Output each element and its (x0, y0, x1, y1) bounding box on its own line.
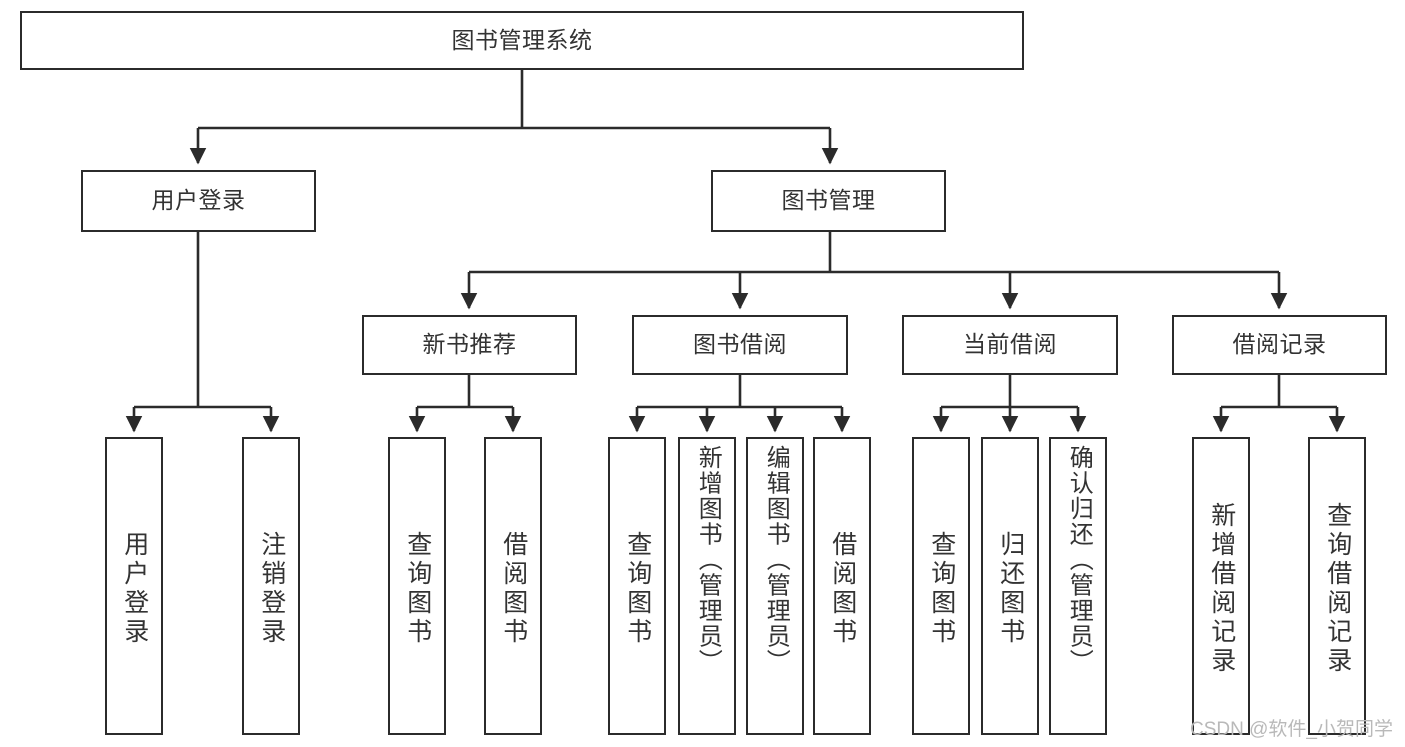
csdn-watermark: CSDN @软件_小贺同学 (1190, 719, 1393, 740)
node-root-label: 图书管理系统 (451, 26, 593, 53)
node-leaf-query-book-2[interactable]: 查询图书 (608, 437, 666, 735)
node-book-borrow-label: 图书借阅 (693, 331, 787, 358)
node-new-book-recommend[interactable]: 新书推荐 (362, 315, 577, 375)
node-leaf-edit-book-label: 编辑图书（管理员） (762, 445, 790, 675)
node-current-borrow[interactable]: 当前借阅 (902, 315, 1118, 375)
node-leaf-confirm-return-label: 确认归还（管理员） (1065, 445, 1093, 675)
node-leaf-query-book-3-label: 查询图书 (927, 531, 956, 647)
node-leaf-user-login[interactable]: 用户登录 (105, 437, 163, 735)
node-user-login-label: 用户登录 (151, 187, 246, 214)
node-leaf-add-record[interactable]: 新增借阅记录 (1192, 437, 1250, 735)
node-leaf-query-book-1[interactable]: 查询图书 (388, 437, 446, 735)
node-leaf-borrow-book-2-label: 借阅图书 (828, 531, 857, 647)
node-leaf-query-record[interactable]: 查询借阅记录 (1308, 437, 1366, 735)
node-leaf-user-logout-label: 注销登录 (257, 531, 286, 647)
node-leaf-query-book-3[interactable]: 查询图书 (912, 437, 970, 735)
node-leaf-user-logout[interactable]: 注销登录 (242, 437, 300, 735)
node-leaf-return-book-label: 归还图书 (996, 531, 1025, 647)
node-leaf-add-book-label: 新增图书（管理员） (694, 445, 722, 675)
node-borrow-record-label: 借阅记录 (1232, 331, 1327, 358)
node-leaf-borrow-book-1-label: 借阅图书 (499, 531, 528, 647)
node-leaf-edit-book[interactable]: 编辑图书（管理员） (746, 437, 804, 735)
node-book-management[interactable]: 图书管理 (711, 170, 946, 232)
node-leaf-query-record-label: 查询借阅记录 (1323, 502, 1352, 676)
node-book-borrow[interactable]: 图书借阅 (632, 315, 848, 375)
node-leaf-borrow-book-1[interactable]: 借阅图书 (484, 437, 542, 735)
node-user-login[interactable]: 用户登录 (81, 170, 316, 232)
node-book-management-label: 图书管理 (781, 187, 876, 214)
node-leaf-add-book[interactable]: 新增图书（管理员） (678, 437, 736, 735)
node-root[interactable]: 图书管理系统 (20, 11, 1024, 70)
node-leaf-return-book[interactable]: 归还图书 (981, 437, 1039, 735)
node-borrow-record[interactable]: 借阅记录 (1172, 315, 1387, 375)
node-leaf-confirm-return[interactable]: 确认归还（管理员） (1049, 437, 1107, 735)
node-leaf-add-record-label: 新增借阅记录 (1207, 502, 1236, 676)
node-leaf-borrow-book-2[interactable]: 借阅图书 (813, 437, 871, 735)
node-new-book-recommend-label: 新书推荐 (422, 331, 517, 358)
node-leaf-user-login-label: 用户登录 (120, 531, 149, 647)
node-leaf-query-book-2-label: 查询图书 (623, 531, 652, 647)
node-leaf-query-book-1-label: 查询图书 (403, 531, 432, 647)
node-current-borrow-label: 当前借阅 (963, 331, 1057, 358)
